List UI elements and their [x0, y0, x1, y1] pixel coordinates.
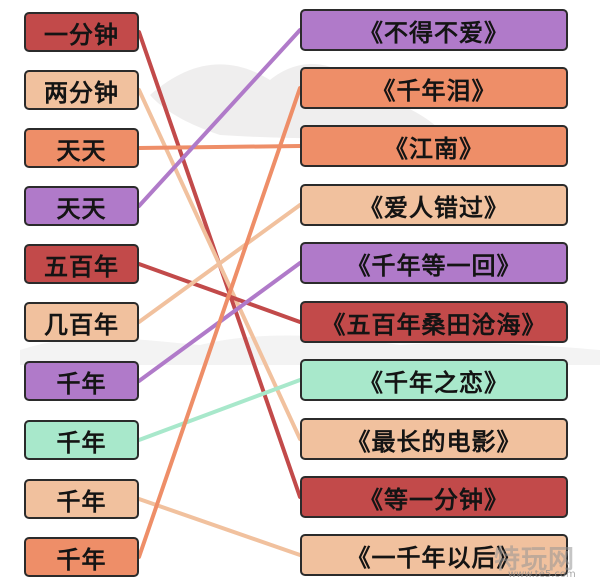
- right-tile-6[interactable]: 《五百年桑田沧海》: [300, 301, 568, 343]
- left-tile-7[interactable]: 千年: [24, 361, 139, 401]
- left-tile-4[interactable]: 天天: [24, 186, 139, 226]
- left-tile-3[interactable]: 天天: [24, 128, 139, 168]
- left-tile-9[interactable]: 千年: [24, 479, 139, 519]
- left-tile-10[interactable]: 千年: [24, 537, 139, 577]
- right-tile-5[interactable]: 《千年等一回》: [300, 242, 568, 284]
- right-tile-1[interactable]: 《不得不爱》: [300, 9, 568, 51]
- right-tile-9[interactable]: 《等一分钟》: [300, 476, 568, 518]
- right-tile-10[interactable]: 《一千年以后》: [300, 534, 568, 576]
- right-tile-8[interactable]: 《最长的电影》: [300, 418, 568, 460]
- left-tile-1[interactable]: 一分钟: [24, 12, 139, 52]
- right-tile-3[interactable]: 《江南》: [300, 125, 568, 167]
- left-tile-8[interactable]: 千年: [24, 420, 139, 460]
- left-tile-6[interactable]: 几百年: [24, 302, 139, 342]
- right-tile-7[interactable]: 《千年之恋》: [300, 359, 568, 401]
- right-tile-2[interactable]: 《千年泪》: [300, 67, 568, 109]
- left-tile-2[interactable]: 两分钟: [24, 70, 139, 110]
- left-tile-5[interactable]: 五百年: [24, 244, 139, 284]
- right-tile-4[interactable]: 《爱人错过》: [300, 184, 568, 226]
